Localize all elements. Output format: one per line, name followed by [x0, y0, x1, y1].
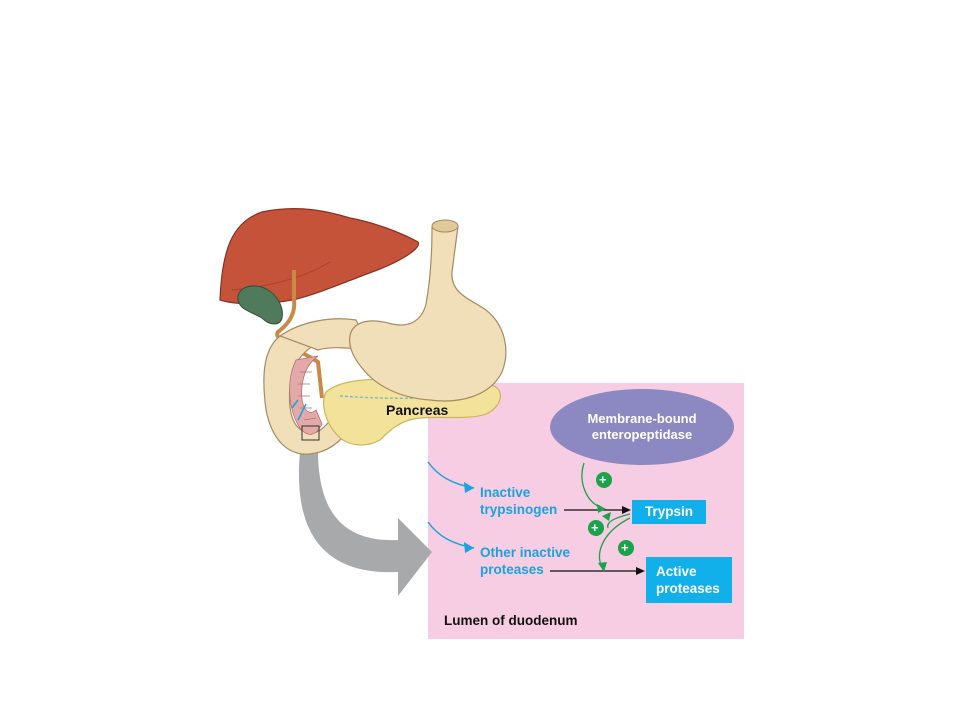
enteropeptidase-ellipse	[550, 389, 734, 465]
plus-sign-2: +	[591, 520, 599, 535]
bile-duct	[275, 270, 324, 399]
trypsin-autoactivation-arrow	[607, 513, 631, 529]
zoom-arrow	[298, 450, 432, 596]
enteropeptidase-label: Membrane-bound enteropeptidase	[587, 411, 697, 442]
stomach	[349, 220, 507, 402]
plus-sign-3: +	[621, 540, 629, 555]
lumen-label: Lumen of duodenum	[444, 613, 578, 628]
active-proteases-box: Active proteases	[646, 557, 732, 603]
plus-circle-3	[618, 540, 634, 556]
plus-circle-1	[596, 472, 612, 488]
gallbladder	[237, 285, 283, 325]
trypsin-box: Trypsin	[632, 500, 706, 524]
plus-sign-1: +	[599, 472, 607, 487]
trypsinogen-label: Inactive trypsinogen	[480, 485, 558, 517]
other-proteases-label: Other inactive proteases	[480, 545, 571, 577]
pancreas-label: Pancreas	[386, 402, 449, 418]
plus-circle-2	[588, 520, 604, 536]
zoom-region-marker	[301, 425, 320, 441]
